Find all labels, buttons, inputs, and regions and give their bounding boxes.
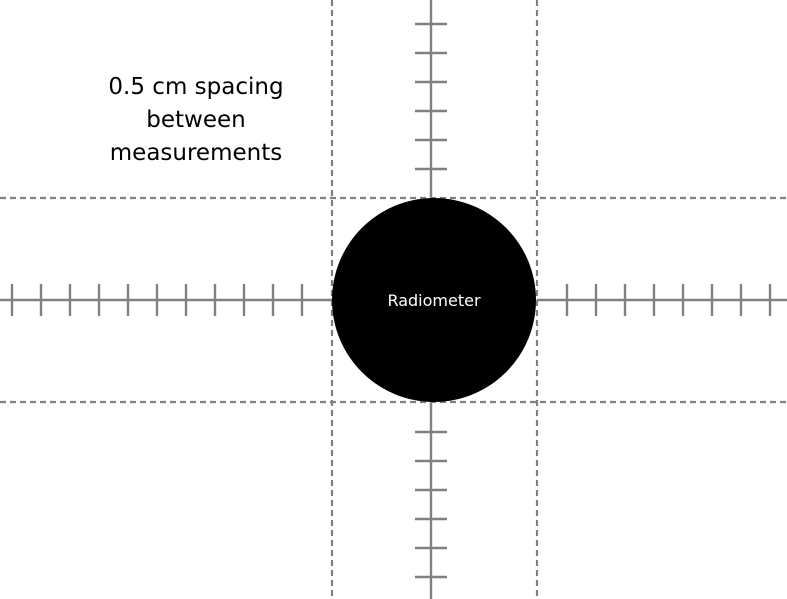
caption-line-3: measurements (110, 140, 282, 166)
spacing-caption: 0.5 cm spacing between measurements (108, 74, 283, 166)
ruler-left-ticks (10, 284, 304, 316)
ruler-right-ticks (565, 284, 772, 316)
caption-line-2: between (146, 107, 245, 133)
ruler-left (0, 284, 332, 316)
radiometer-circle (332, 198, 536, 402)
ruler-top-ticks (415, 22, 447, 171)
ruler-bottom-ticks (415, 430, 447, 579)
ruler-top (415, 0, 447, 198)
ruler-right (537, 284, 787, 316)
caption-line-1: 0.5 cm spacing (108, 74, 283, 100)
radiometer-label: Radiometer (387, 291, 481, 310)
ruler-bottom (415, 402, 447, 599)
